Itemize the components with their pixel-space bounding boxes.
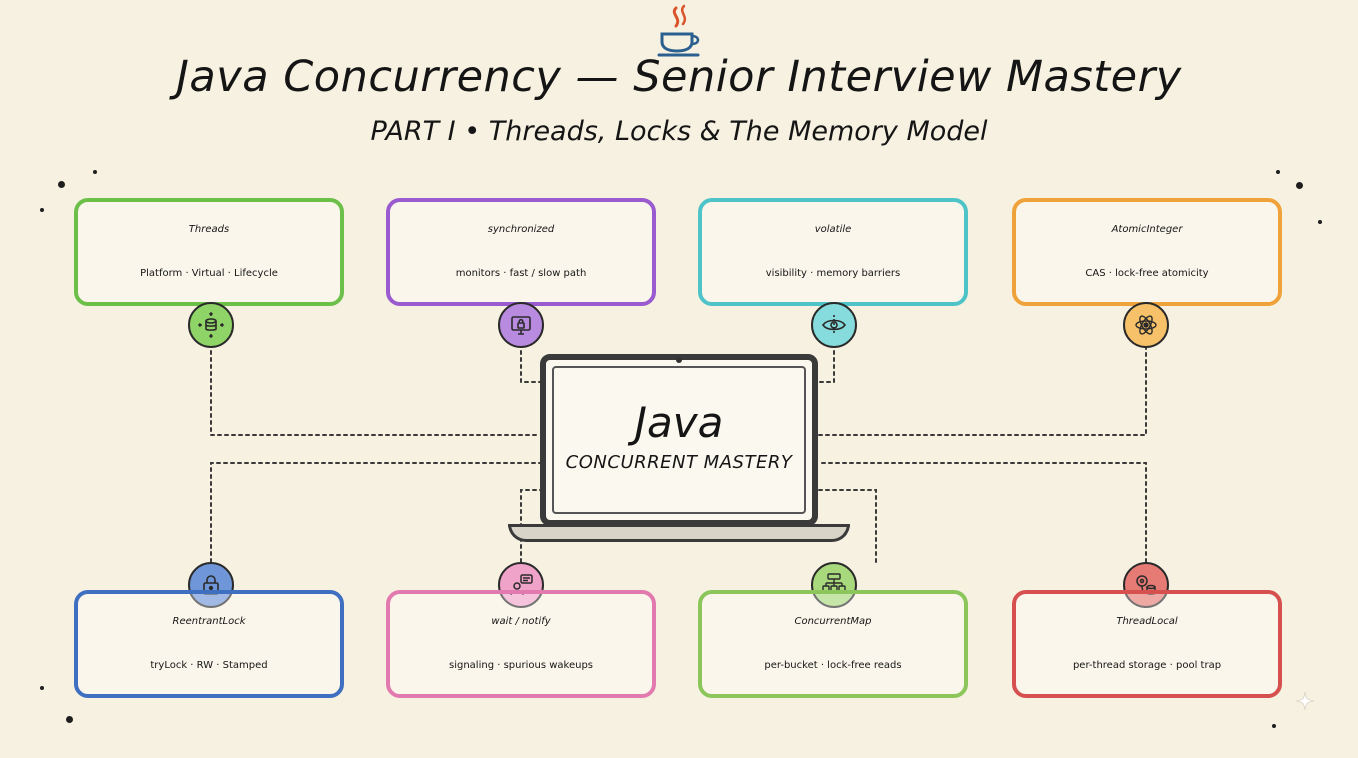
page-title: Java Concurrency — Senior Interview Mast…	[176, 52, 1182, 102]
sparkle-icon	[1296, 692, 1314, 710]
card-subtitle: monitors · fast / slow path	[455, 268, 587, 279]
card-title: volatile	[814, 224, 852, 235]
page-subtitle: PART I • Threads, Locks & The Memory Mod…	[370, 116, 988, 147]
laptop-screen	[540, 354, 818, 526]
card-concurrentmap[interactable]: ConcurrentMap per-bucket · lock-free rea…	[698, 590, 968, 698]
decor-dot	[40, 686, 44, 690]
decor-dot	[1296, 182, 1303, 189]
tree-map-icon	[811, 562, 857, 608]
card-subtitle: visibility · memory barriers	[765, 268, 901, 279]
card-subtitle: CAS · lock-free atomicity	[1085, 268, 1209, 279]
card-atomicinteger[interactable]: AtomicInteger CAS · lock-free atomicity	[1012, 198, 1282, 306]
card-title: ReentrantLock	[172, 616, 246, 627]
decor-dot	[40, 208, 44, 212]
center-title: Java	[634, 398, 724, 447]
decor-dot	[66, 716, 73, 723]
decor-dot	[1272, 724, 1276, 728]
card-threadlocal[interactable]: ThreadLocal per-thread storage · pool tr…	[1012, 590, 1282, 698]
card-threads[interactable]: Threads Platform · Virtual · Lifecycle	[74, 198, 344, 306]
card-title: synchronized	[487, 224, 555, 235]
java-coffee-cup-icon	[657, 4, 700, 57]
eye-barrier-icon	[811, 302, 857, 348]
card-title: wait / notify	[491, 616, 551, 627]
decor-dot	[1318, 220, 1322, 224]
monitor-lock-icon	[498, 302, 544, 348]
card-volatile[interactable]: volatile visibility · memory barriers	[698, 198, 968, 306]
database-arrows-icon	[188, 302, 234, 348]
laptop-base	[508, 524, 850, 542]
card-subtitle: Platform · Virtual · Lifecycle	[140, 268, 278, 279]
decor-dot	[1276, 170, 1280, 174]
card-synchronized[interactable]: synchronized monitors · fast / slow path	[386, 198, 656, 306]
padlock-icon	[188, 562, 234, 608]
decor-dot	[58, 181, 65, 188]
card-subtitle: per-thread storage · pool trap	[1072, 660, 1222, 671]
card-title: AtomicInteger	[1111, 224, 1183, 235]
atom-icon	[1123, 302, 1169, 348]
card-wait-notify[interactable]: wait / notify signaling · spurious wakeu…	[386, 590, 656, 698]
card-reentrantlock[interactable]: ReentrantLock tryLock · RW · Stamped	[74, 590, 344, 698]
card-subtitle: tryLock · RW · Stamped	[150, 660, 268, 671]
thread-storage-icon	[1123, 562, 1169, 608]
card-title: Threads	[188, 224, 230, 235]
card-title: ThreadLocal	[1116, 616, 1178, 627]
card-subtitle: per-bucket · lock-free reads	[764, 660, 902, 671]
center-subtitle: CONCURRENT MASTERY	[565, 452, 793, 473]
laptop-camera	[676, 357, 682, 363]
decor-dot	[93, 170, 97, 174]
person-message-icon	[498, 562, 544, 608]
card-subtitle: signaling · spurious wakeups	[449, 660, 593, 671]
card-title: ConcurrentMap	[794, 616, 872, 627]
